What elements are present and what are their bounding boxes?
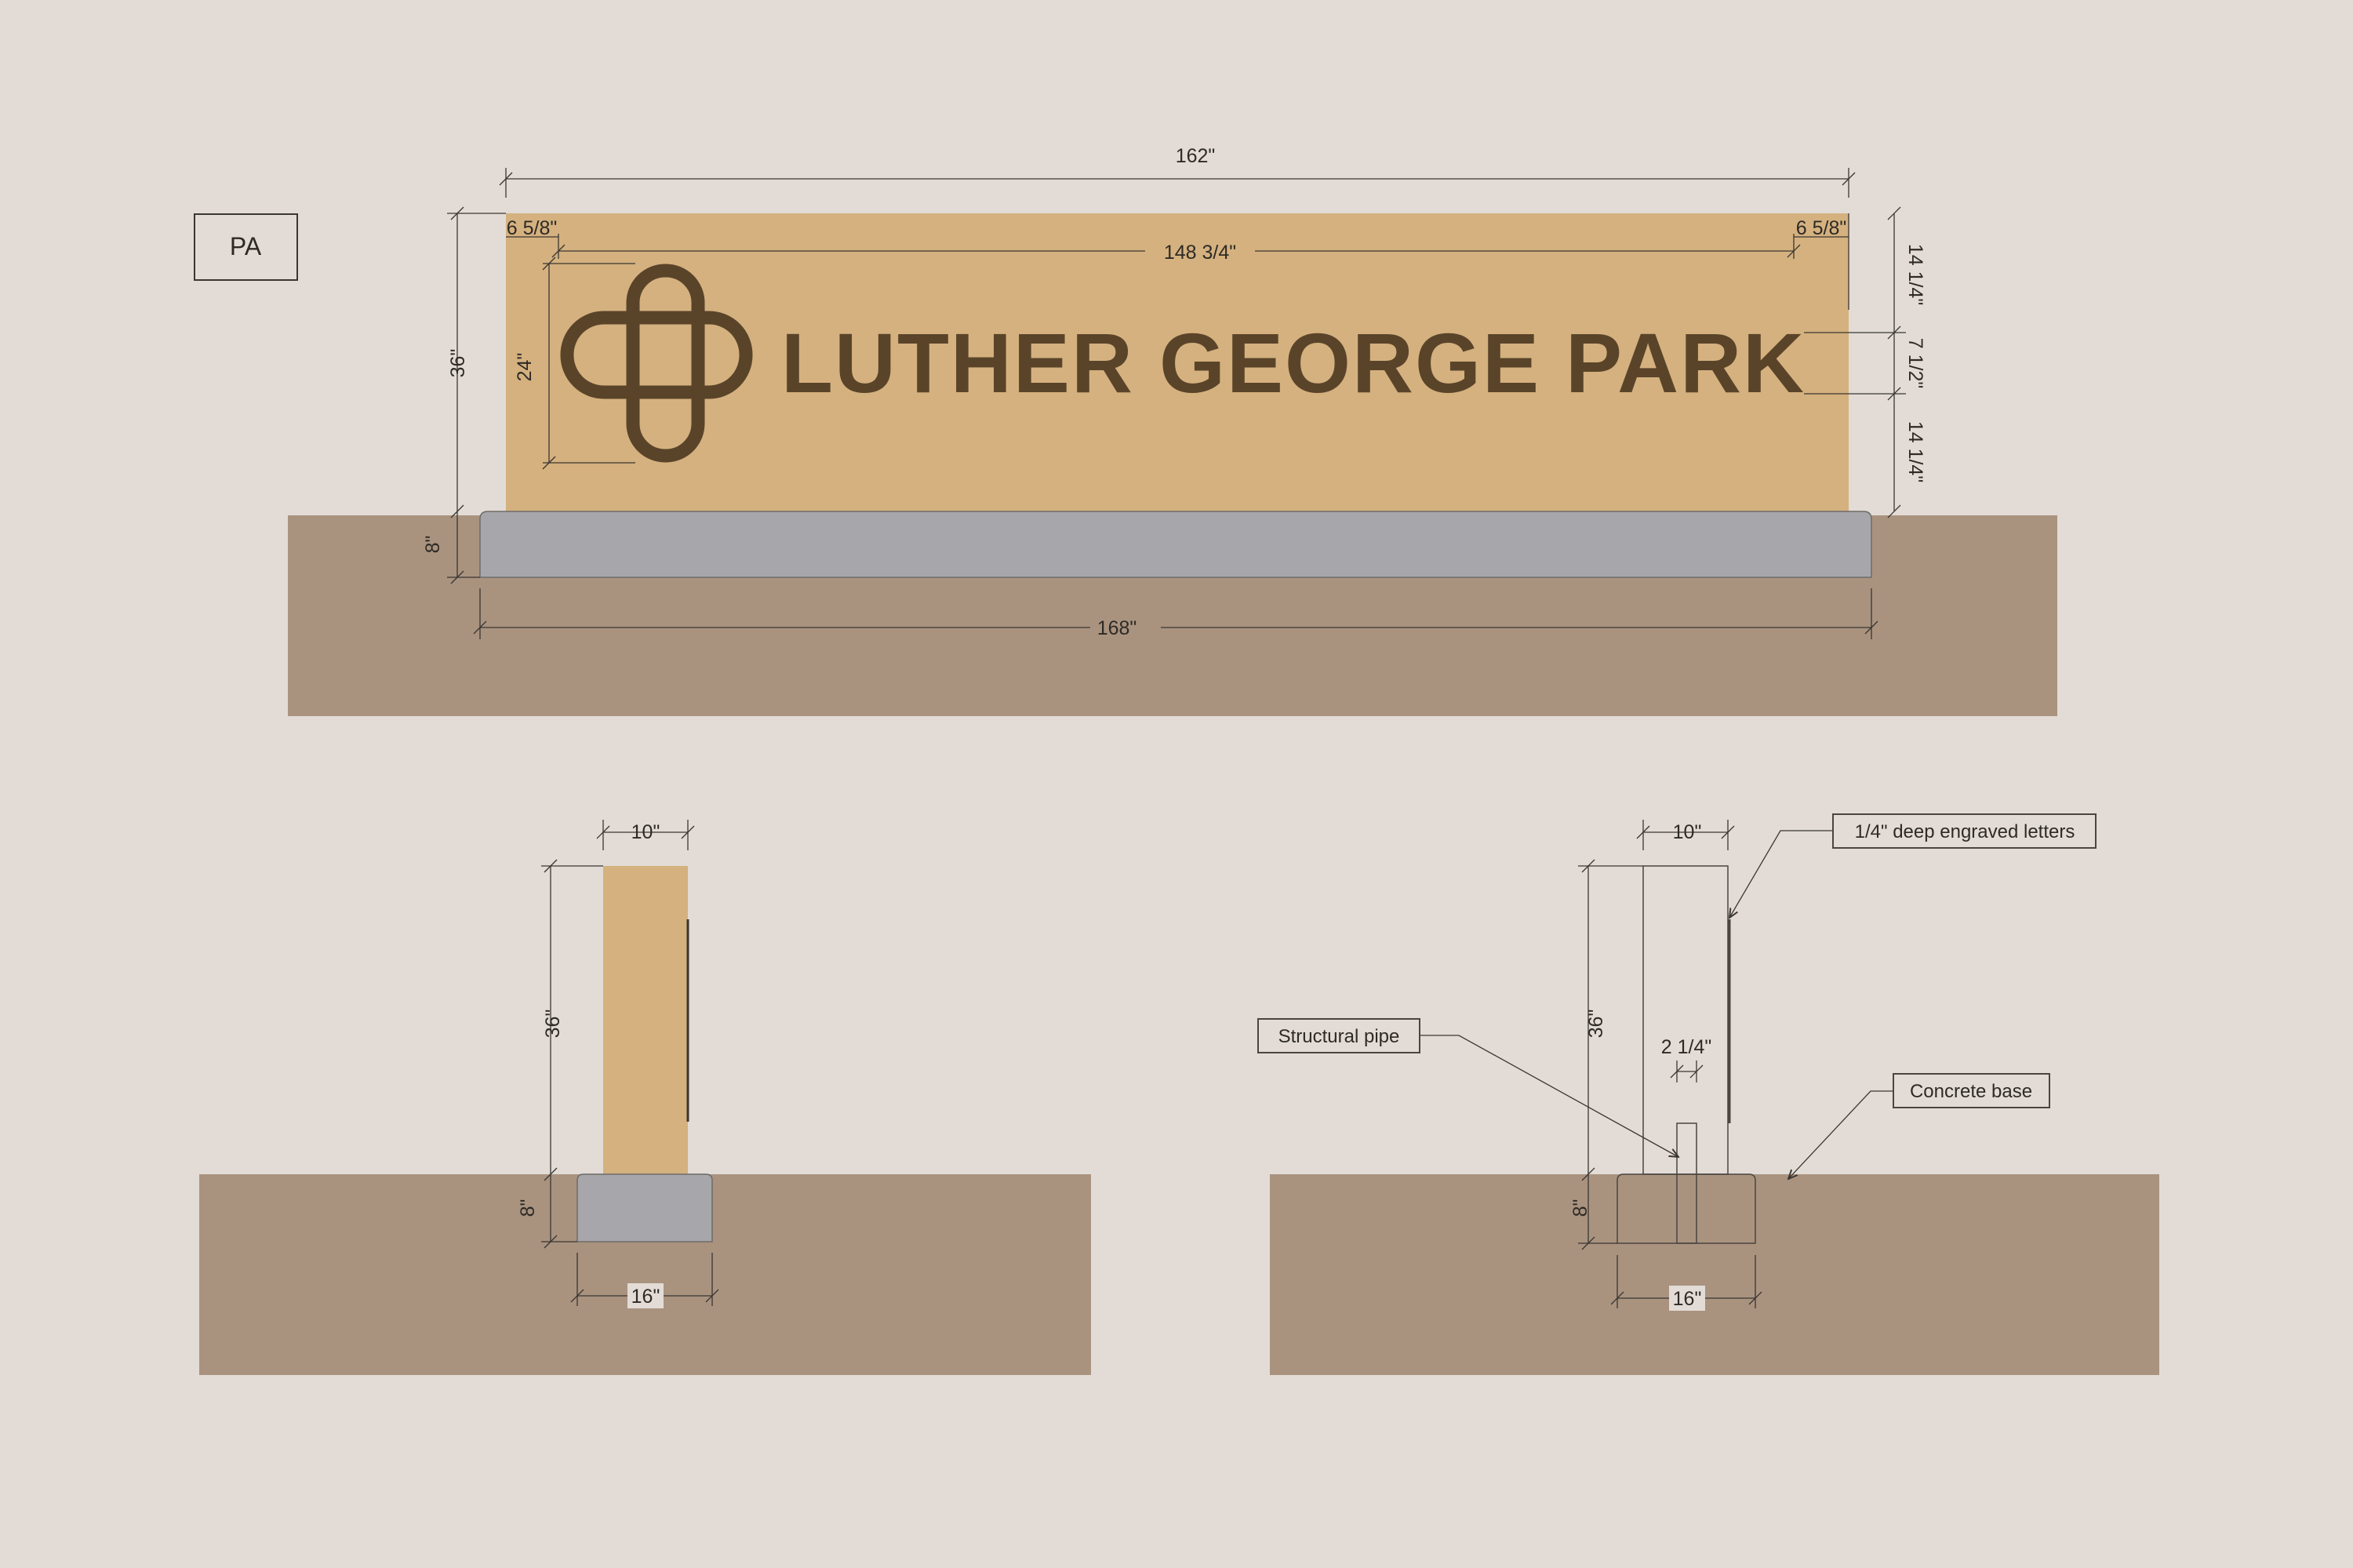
structural-pipe [1676,1122,1697,1244]
park-logo-icon [560,264,753,463]
dim-margin-left: 6 5/8" [507,217,557,239]
concrete-base-front [479,511,1872,578]
section-view: 10" 36" 2 1/4" 8" 16" 1/4" deep engrave [1257,813,2159,1375]
callout-structural-pipe-label: Structural pipe [1278,1026,1400,1047]
side-dim-base-width: 16" [631,1286,660,1308]
section-dim-thickness: 10" [1673,821,1702,843]
ground-section [1270,1174,2159,1375]
concrete-base-side [576,1173,713,1242]
sheet-tag: PA [194,213,298,281]
section-dim-pipe: 2 1/4" [1661,1036,1711,1058]
section-dim-base-height: 8" [1569,1199,1591,1217]
sheet-tag-label: PA [230,232,262,260]
side-dim-height: 36" [542,1010,564,1039]
dim-margin-right: 6 5/8" [1796,217,1846,239]
callout-concrete-base: Concrete base [1788,1073,2050,1179]
dim-base-height: 8" [422,536,444,554]
dim-inner-width: 148 3/4" [1164,242,1236,264]
callout-structural-pipe: Structural pipe [1257,1018,1678,1157]
sign-outline-section [1642,865,1729,1175]
callout-concrete-base-label: Concrete base [1910,1081,2032,1102]
side-dim-base-height: 8" [517,1199,539,1217]
sign-panel-side [603,866,688,1174]
callout-engraved-letters-label: 1/4" deep engraved letters [1855,821,2075,842]
dim-bottom-gap: 14 1/4" [1904,421,1926,482]
sign-panel-front [506,213,1849,511]
dim-base-width: 168" [1097,617,1137,639]
dim-letter-height: 7 1/2" [1904,338,1926,388]
dim-height: 36" [447,349,469,378]
section-dim-base-width: 16" [1673,1288,1702,1310]
section-dim-height: 36" [1585,1010,1607,1039]
side-elevation: 10" 36" 8" 16" [199,820,1091,1375]
callout-engraved-letters: 1/4" deep engraved letters [1729,813,2097,918]
dim-top-gap: 14 1/4" [1904,244,1926,305]
dim-logo-height: 24" [514,353,536,382]
concrete-base-section [1617,1173,1756,1244]
side-dim-thickness: 10" [631,821,660,843]
front-elevation: LUTHER GEORGE PARK 162" 148 3/4" 6 5/8" … [288,145,2057,716]
dim-overall-width: 162" [1176,145,1216,167]
sign-lettering: LUTHER GEORGE PARK [781,315,1806,410]
